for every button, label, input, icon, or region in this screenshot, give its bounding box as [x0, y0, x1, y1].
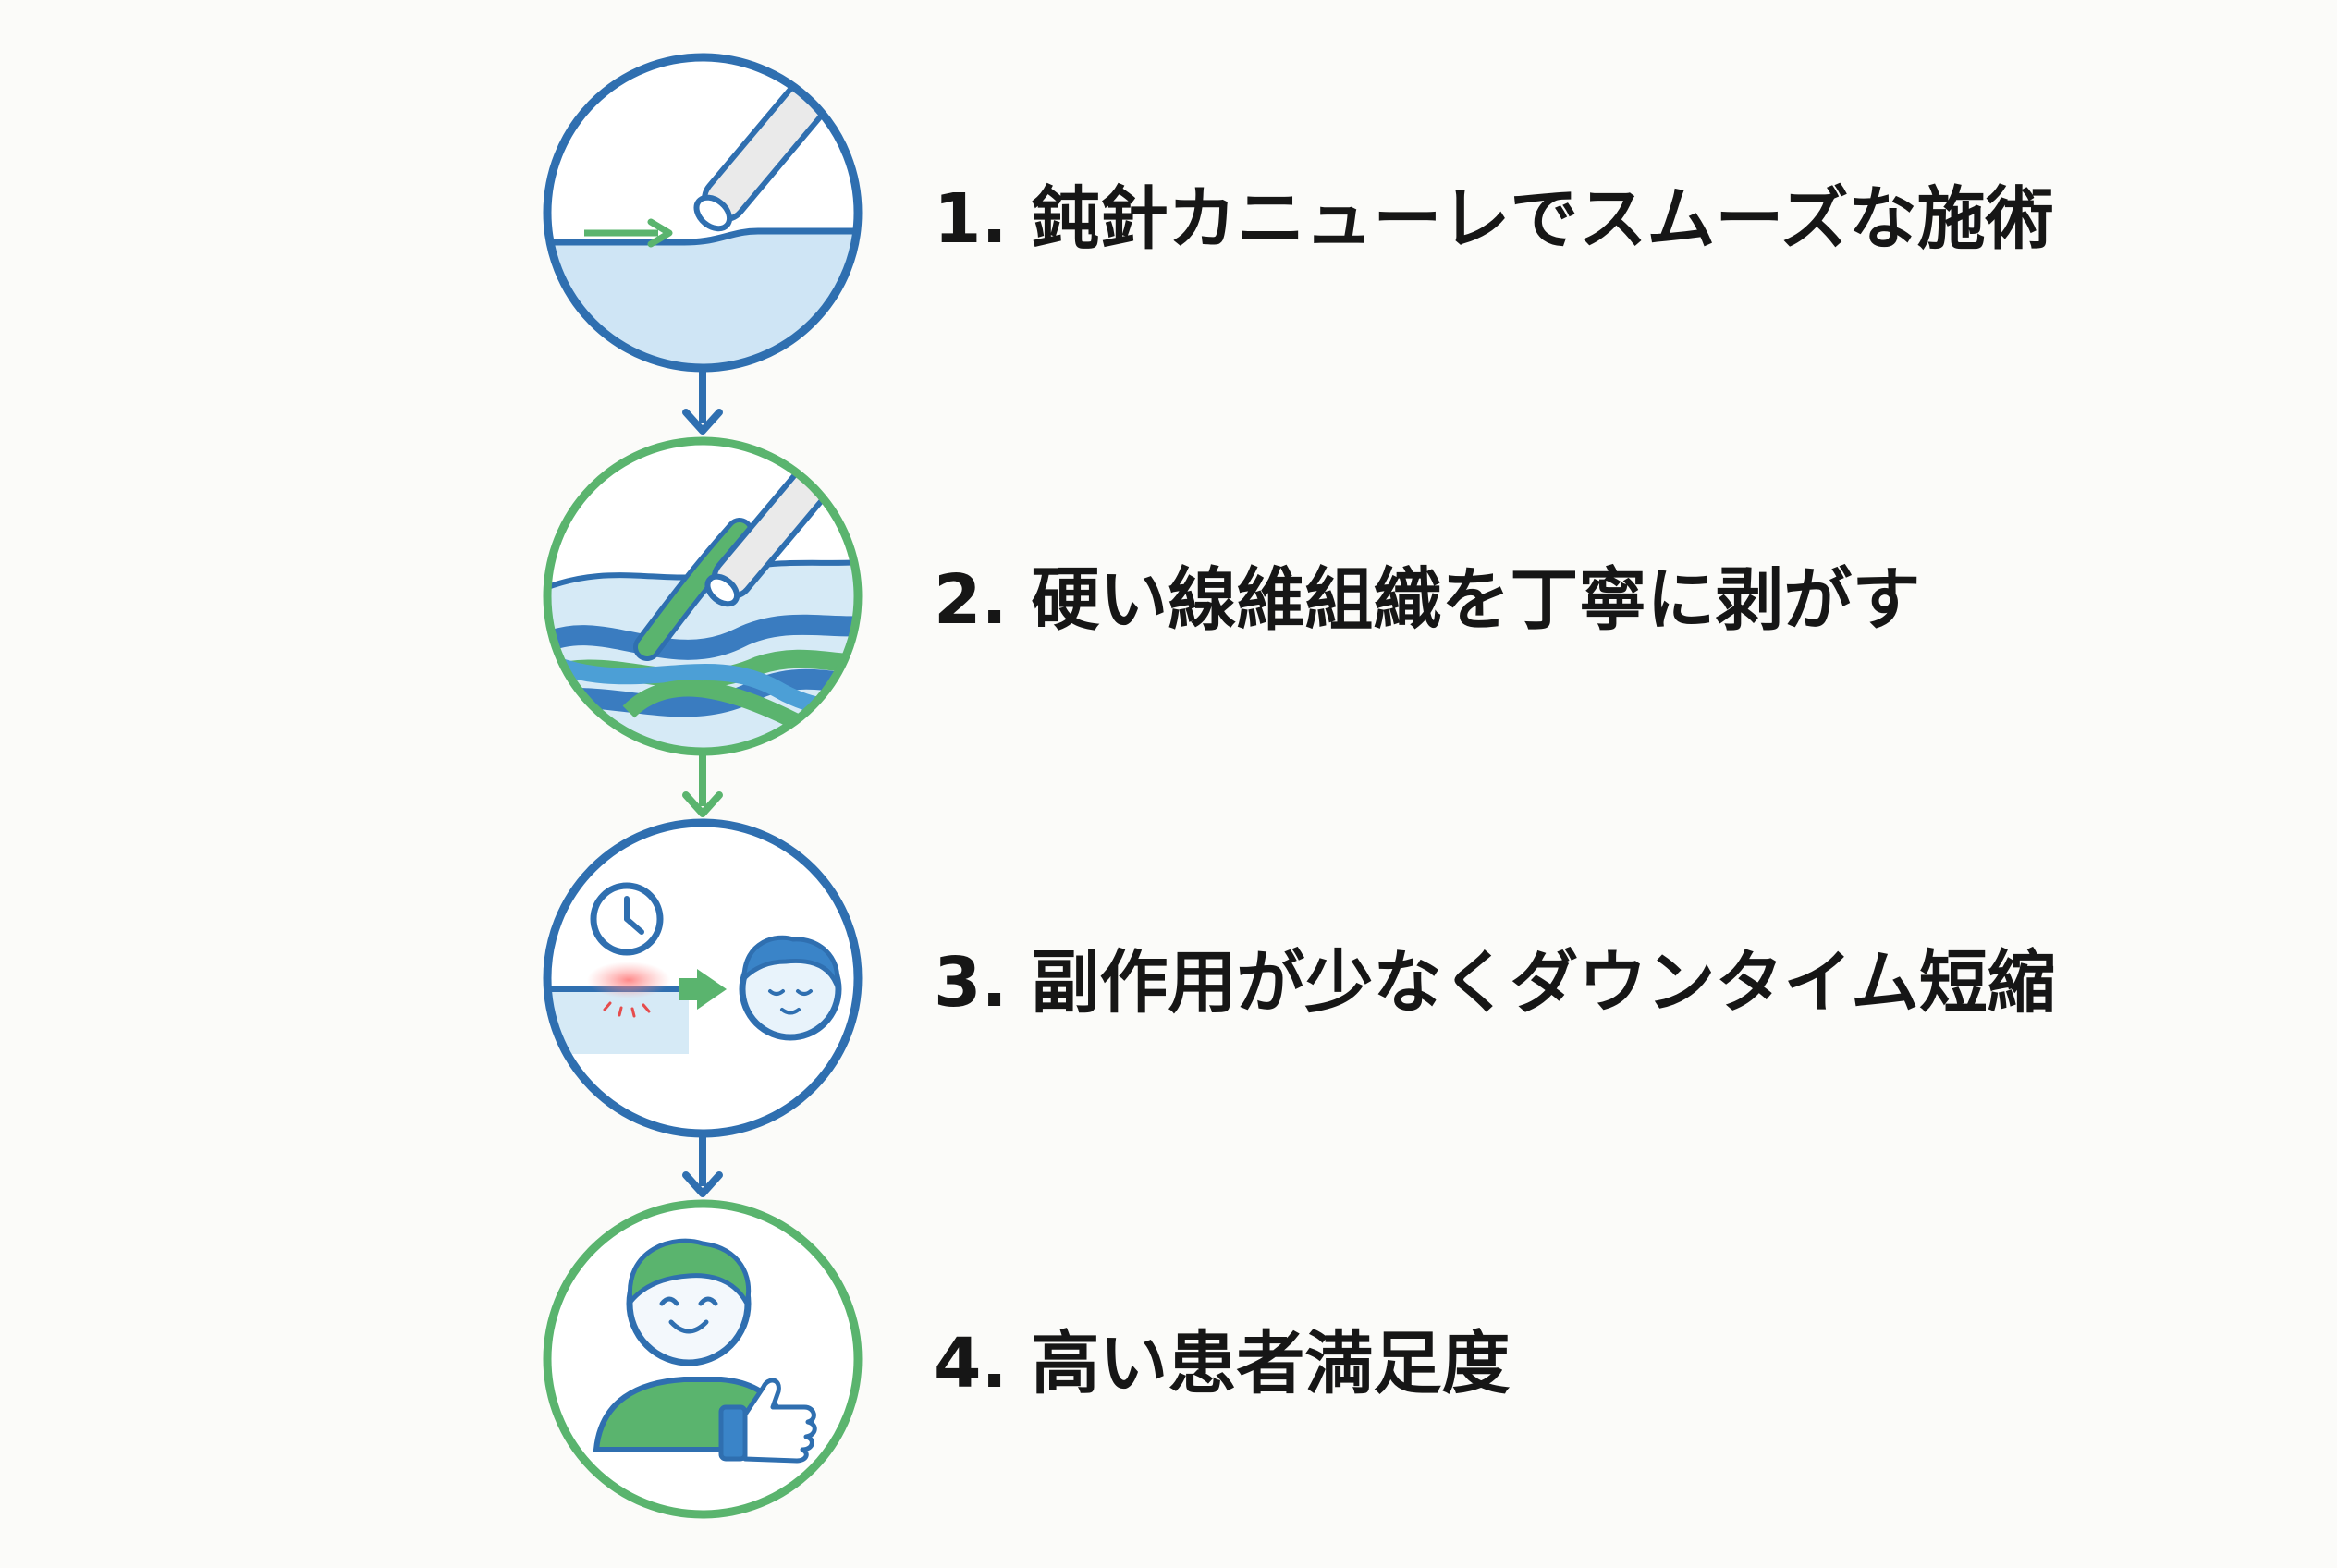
step-4-text: 高い患者満足度 — [1031, 1324, 1511, 1403]
step-3-text: 副作用が少なくダウンタイム短縮 — [1031, 943, 2056, 1023]
step-3-number: 3. — [934, 943, 1008, 1023]
step-2-number: 2. — [934, 560, 1008, 640]
step-4-label: 4. 高い患者満足度 — [934, 1322, 1510, 1405]
step-1-number: 1. — [934, 179, 1008, 259]
connector-arrow-3 — [682, 1135, 723, 1197]
step-3-label: 3. 副作用が少なくダウンタイム短縮 — [934, 941, 2056, 1024]
step-2-label: 2. 硬い線維組織を丁寧に剥がす — [934, 558, 1920, 642]
connector-arrow-1 — [682, 370, 723, 435]
step-4-icon — [543, 1199, 863, 1519]
connector-arrow-2 — [682, 753, 723, 817]
step-4-number: 4. — [934, 1324, 1008, 1403]
step-3-icon — [543, 818, 863, 1138]
step-1-text: 鈍針カニューレでスムーズな施術 — [1031, 179, 2054, 259]
step-2-icon — [543, 436, 863, 756]
step-1-label: 1. 鈍針カニューレでスムーズな施術 — [934, 178, 2054, 261]
step-2-text: 硬い線維組織を丁寧に剥がす — [1031, 560, 1921, 640]
step-1-icon — [543, 53, 863, 373]
